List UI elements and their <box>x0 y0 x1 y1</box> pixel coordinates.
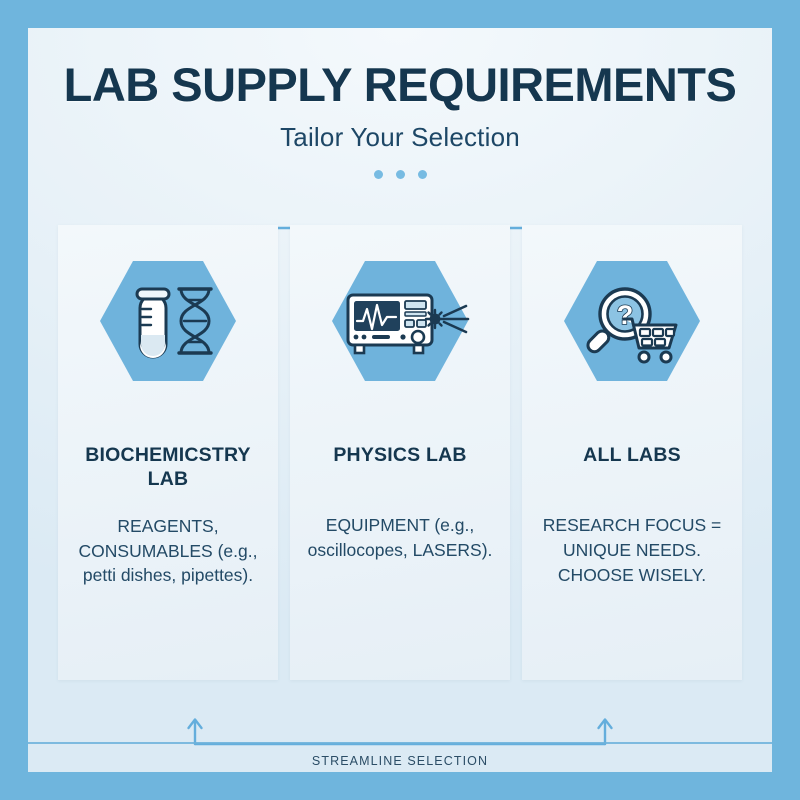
card-all-labs[interactable]: ? <box>522 225 742 680</box>
separator-dot <box>417 170 427 180</box>
cards-row: BIOCHEMICSTRY LAB REAGENTS, CONSUMABLES … <box>58 225 742 680</box>
page-subtitle: Tailor Your Selection <box>280 122 520 153</box>
card-title: PHYSICS LAB <box>333 444 467 466</box>
magnifier-question-cart-icon: ? <box>562 257 702 385</box>
dot-separator <box>28 153 772 180</box>
card-biochemistry-lab[interactable]: BIOCHEMICSTRY LAB REAGENTS, CONSUMABLES … <box>58 225 278 680</box>
svg-text:?: ? <box>617 300 634 330</box>
test-tube-dna-icon <box>98 257 238 385</box>
card-title: BIOCHEMICSTRY LAB <box>85 444 251 491</box>
header: LAB SUPPLY REQUIREMENTS Tailor Your Sele… <box>28 28 772 180</box>
footer-label: STREAMLINE SELECTION <box>311 754 489 768</box>
inner-panel: LAB SUPPLY REQUIREMENTS Tailor Your Sele… <box>28 28 772 772</box>
separator-dot <box>373 170 383 180</box>
separator-dot <box>395 170 405 180</box>
card-physics-lab[interactable]: PHYSICS LAB EQUIPMENT (e.g., oscillocope… <box>290 225 510 680</box>
card-body: REAGENTS, CONSUMABLES (e.g., petti dishe… <box>78 515 258 586</box>
card-body: RESEARCH FOCUS = UNIQUE NEEDS. CHOOSE WI… <box>542 515 722 586</box>
card-body: EQUIPMENT (e.g., oscillocopes, LASERS). <box>307 515 493 561</box>
card-title: ALL LABS <box>583 444 681 466</box>
footer-divider <box>28 742 772 744</box>
page-title: LAB SUPPLY REQUIREMENTS <box>63 58 737 111</box>
oscilloscope-laser-icon <box>330 257 470 385</box>
